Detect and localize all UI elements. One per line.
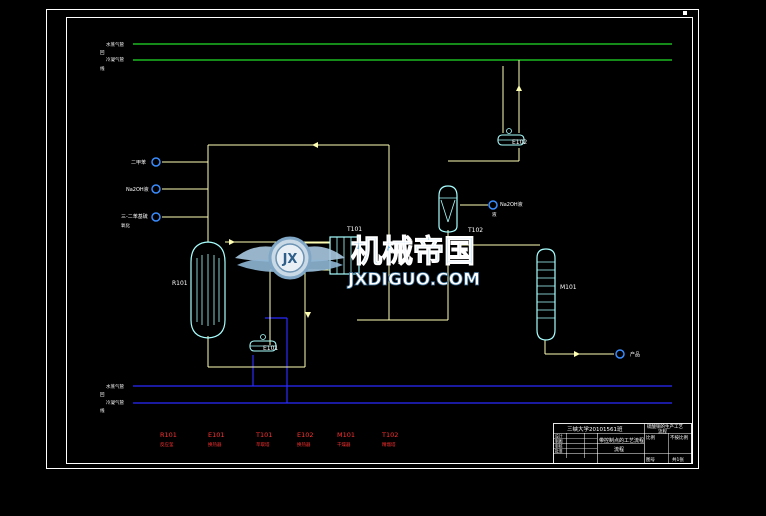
wing-left-icon — [235, 246, 278, 262]
logo-letters: JX — [282, 252, 298, 267]
outer-frame — [46, 9, 699, 469]
title-row-3: 审核 — [555, 444, 563, 449]
bottom-line-label-4: 线 — [100, 407, 105, 414]
naoh-circle-right — [488, 200, 498, 210]
feed-label-3-sub: 氧化 — [121, 222, 130, 229]
frame-corner-mark — [683, 11, 687, 15]
legend-code-4: E102 — [297, 431, 314, 439]
legend-name-3: 萃取塔 — [256, 441, 270, 448]
bottom-line-label-2: 回 — [100, 392, 105, 398]
equipment-legend: R101 反应釜 E101 换热器 T101 萃取塔 E102 换热器 M101… — [160, 431, 398, 448]
title-sheet-value: 共1张 — [672, 456, 684, 463]
title-sheet-label: 图号 — [646, 457, 655, 463]
bottom-line-label-1: 水蒸气管 — [106, 383, 124, 390]
title-drawing-sub: 流程 — [614, 446, 624, 453]
top-line-label-2: 回 — [100, 50, 105, 56]
t101-label: T101 — [346, 226, 362, 233]
r101-label: R101 — [172, 280, 188, 287]
title-drawing: 带控制点的工艺流程 — [599, 437, 644, 444]
naoh-right-label: Na2OH液 — [500, 201, 523, 208]
process-piping — [162, 60, 614, 368]
column-t102: T102 — [438, 185, 483, 234]
legend-name-1: 反应釜 — [160, 441, 174, 448]
legend-name-2: 换热器 — [208, 441, 222, 448]
feed-circle-1 — [151, 157, 161, 167]
legend-code-6: T102 — [381, 431, 398, 439]
feed-label-1: 二甲苯 — [131, 159, 146, 166]
bottom-line-label-3: 冷凝气管 — [106, 399, 124, 406]
reactor-r101: R101 — [172, 241, 226, 339]
product-label: 产品 — [630, 351, 640, 358]
m101-label: M101 — [560, 284, 577, 291]
legend-code-2: E101 — [208, 431, 225, 439]
legend-name-4: 换热器 — [297, 441, 311, 448]
title-school: 三峡大学20101561班 — [567, 425, 623, 433]
title-row-1: 设计 — [555, 434, 563, 439]
top-line-label-3: 冷凝气管 — [106, 56, 124, 63]
title-block: 三峡大学20101561班 硫酸铜的生产工艺 流程 带控制点的工艺流程 流程 比… — [553, 423, 692, 464]
legend-code-5: M101 — [337, 431, 355, 439]
title-project: 硫酸铜的生产工艺 — [647, 423, 683, 430]
top-utility-lines: 水蒸气管 回 冷凝气管 线 — [100, 41, 672, 72]
watermark-title-en: JXDIGUO.COM — [347, 270, 480, 290]
top-line-label-1: 水蒸气管 — [106, 41, 124, 48]
exchanger-e101: E101 — [249, 334, 278, 352]
exchanger-e102: E102 — [497, 128, 527, 146]
t102-label: T102 — [467, 227, 483, 234]
title-project-sub: 流程 — [658, 428, 667, 435]
feed-label-3: 三-二苯基硫 — [121, 213, 148, 220]
legend-name-5: 干燥器 — [337, 441, 351, 448]
dryer-m101: M101 — [536, 248, 577, 341]
product-circle — [615, 349, 625, 359]
title-row-4: 批准 — [555, 449, 563, 454]
flow-arrows — [229, 85, 580, 357]
title-row-2: 制图 — [555, 439, 563, 444]
inner-frame — [66, 17, 693, 464]
watermark-title-cn: 机械帝国 — [351, 234, 475, 270]
legend-code-1: R101 — [160, 431, 177, 439]
feed-circle-2 — [151, 184, 161, 194]
naoh-right-sub: 液 — [492, 211, 497, 218]
e102-label: E102 — [512, 139, 527, 146]
top-line-label-4: 线 — [100, 65, 105, 72]
e101-label: E101 — [263, 345, 278, 352]
title-scale-value: 不按比例 — [670, 434, 688, 441]
feed-inlets: 二甲苯 Na2OH液 三-二苯基硫 氧化 Na2OH液 液 产品 — [121, 157, 640, 359]
feed-circle-3 — [151, 212, 161, 222]
bottom-utility-lines: 水蒸气管 回 冷凝气管 线 — [100, 317, 672, 414]
wing-right-icon — [302, 246, 345, 262]
feed-label-2: Na2OH液 — [126, 186, 149, 193]
legend-name-6: 精馏塔 — [382, 441, 396, 448]
watermark: JX 机械帝国 JXDIGUO.COM — [235, 234, 480, 290]
legend-code-3: T101 — [255, 431, 272, 439]
title-scale-label: 比例 — [646, 434, 655, 441]
